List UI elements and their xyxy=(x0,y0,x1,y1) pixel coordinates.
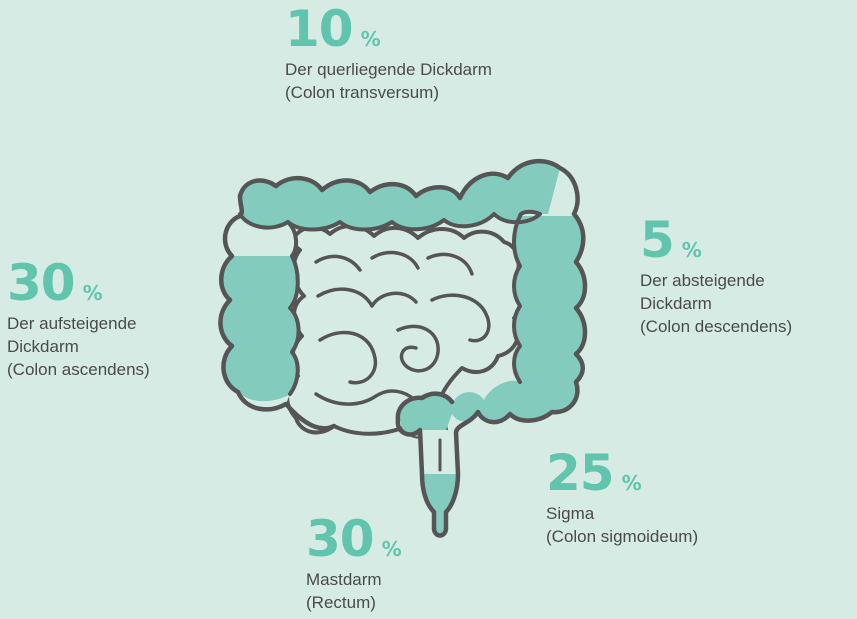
label-rectum-line2: (Rectum) xyxy=(306,591,402,614)
label-transversum-line1: Der querliegende Dickdarm xyxy=(285,58,492,81)
label-sigma-line2: (Colon sigmoideum) xyxy=(546,525,698,548)
percent-sign-rectum: % xyxy=(382,539,402,559)
colon-ascendens-fill xyxy=(220,256,298,401)
label-rectum: Mastdarm (Rectum) xyxy=(306,568,402,614)
label-ascendens: Der aufsteigende Dickdarm (Colon ascende… xyxy=(7,312,150,381)
colon-descendens xyxy=(514,214,585,382)
percent-sign-sigma: % xyxy=(622,473,642,493)
percent-rectum: 30 xyxy=(306,514,374,564)
percent-descendens: 5 xyxy=(640,215,674,265)
percent-sign-ascendens: % xyxy=(83,283,103,303)
label-descendens-line1: Der absteigende xyxy=(640,269,792,292)
label-ascendens-line3: (Colon ascendens) xyxy=(7,358,150,381)
percent-sigma: 25 xyxy=(546,448,614,498)
callout-transversum: 10 % Der querliegende Dickdarm (Colon tr… xyxy=(285,4,492,104)
label-descendens-line2: Dickdarm xyxy=(640,292,792,315)
callout-rectum: 30 % Mastdarm (Rectum) xyxy=(306,514,402,614)
label-sigma: Sigma (Colon sigmoideum) xyxy=(546,502,698,548)
percent-sign-transversum: % xyxy=(361,29,381,49)
percent-sign-descendens: % xyxy=(682,240,702,260)
percent-transversum: 10 xyxy=(285,4,353,54)
label-transversum-line2: (Colon transversum) xyxy=(285,81,492,104)
label-ascendens-line1: Der aufsteigende xyxy=(7,312,150,335)
label-ascendens-line2: Dickdarm xyxy=(7,335,150,358)
callout-ascendens: 30 % Der aufsteigende Dickdarm (Colon as… xyxy=(7,258,150,381)
percent-ascendens: 30 xyxy=(7,258,75,308)
colon-descendens-fill xyxy=(514,216,585,382)
label-transversum: Der querliegende Dickdarm (Colon transve… xyxy=(285,58,492,104)
label-rectum-line1: Mastdarm xyxy=(306,568,402,591)
callout-descendens: 5 % Der absteigende Dickdarm (Colon desc… xyxy=(640,215,792,338)
label-descendens: Der absteigende Dickdarm (Colon descende… xyxy=(640,269,792,338)
colon-ascendens xyxy=(220,214,298,409)
label-descendens-line3: (Colon descendens) xyxy=(640,315,792,338)
label-sigma-line1: Sigma xyxy=(546,502,698,525)
callout-sigma: 25 % Sigma (Colon sigmoideum) xyxy=(546,448,698,548)
